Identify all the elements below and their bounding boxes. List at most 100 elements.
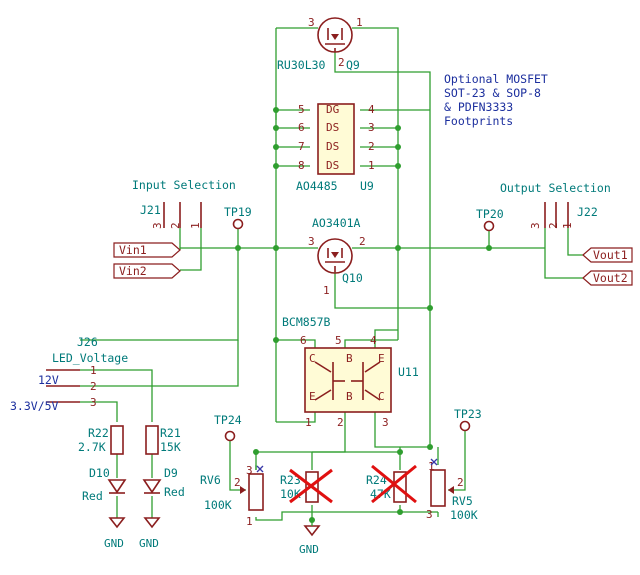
- u9-inner-2: DS: [326, 121, 339, 134]
- tp19-ref: TP19: [224, 205, 252, 219]
- d9-ref: D9: [164, 466, 178, 480]
- r23-dnp-cross-b: [289, 468, 333, 504]
- net-12v: 12V: [38, 373, 59, 387]
- note-line-3: & PDFN3333: [444, 100, 513, 114]
- tp24-testpoint: TP24: [214, 413, 242, 442]
- q10-pin-3: 3: [308, 235, 315, 248]
- j22-ref: J22: [577, 205, 598, 219]
- note-line-4: Footprints: [444, 114, 513, 128]
- j21-pin-3: 3: [151, 222, 164, 229]
- u9-pin-1: 1: [368, 159, 375, 172]
- note-line-2: SOT-23 & SOP-8: [444, 86, 541, 100]
- q9-pin-1: 1: [356, 16, 363, 29]
- rv6-value: 100K: [204, 498, 232, 512]
- vout1-text: Vout1: [593, 248, 628, 262]
- tp20-ref: TP20: [476, 207, 504, 221]
- u9-pin-8: 8: [298, 159, 305, 172]
- u11-mid-b2: B: [346, 390, 353, 403]
- u11-pin-1: 1: [305, 416, 312, 429]
- j21-pin-2: 2: [169, 222, 182, 229]
- vin1-label: Vin1: [113, 242, 181, 258]
- rv5-potentiometer: 1 2 3 RV5 100K: [426, 458, 478, 522]
- rv6-potentiometer: 3 2 1 RV6 100K: [200, 464, 264, 528]
- gnd-symbol-2: GND: [139, 517, 161, 550]
- tp24-ref: TP24: [214, 413, 242, 427]
- rv5-pin-3: 3: [426, 508, 433, 521]
- tp20-testpoint: TP20: [476, 207, 504, 232]
- q9-pin-3: 3: [308, 16, 315, 29]
- j26-ref: J26: [77, 335, 98, 349]
- d9-value: Red: [164, 485, 185, 499]
- r21-ref: R21: [160, 426, 181, 440]
- u9-pin-2: 2: [368, 140, 375, 153]
- mosfet-note: Optional MOSFET SOT-23 & SOP-8 & PDFN333…: [444, 72, 548, 128]
- j21-ref: J21: [140, 203, 161, 217]
- r23-ref: R23: [280, 473, 301, 487]
- u9-ref: U9: [360, 179, 374, 193]
- tp23-testpoint: TP23: [454, 407, 482, 432]
- u11-pin-6: 6: [300, 334, 307, 347]
- gnd-symbol-3: GND: [299, 520, 321, 556]
- r22-resistor: R22 2.7K: [78, 425, 124, 455]
- j21-connector: Input Selection J21 3 2 1: [132, 178, 236, 229]
- rv5-ref: RV5: [452, 494, 473, 508]
- q10-value: AO3401A: [312, 216, 361, 230]
- rv5-pin-1: 1: [428, 460, 435, 473]
- u11-transistor-pair: BCM857B 6 5 4 1 2 3 C E B B E C U11: [282, 315, 419, 429]
- q9-mosfet: 3 1 2 RU30L30 Q9: [277, 16, 363, 72]
- u9-ic: 5 6 7 8 4 3 2 1 DG DS DS DS AO4485 U9: [296, 103, 375, 193]
- vin2-label: Vin2: [113, 263, 181, 279]
- r22-value: 2.7K: [78, 440, 106, 454]
- vin2-text: Vin2: [119, 264, 147, 278]
- d9-led: D9 Red: [142, 466, 185, 499]
- vout1-label: Vout1: [582, 247, 633, 263]
- q10-mosfet: AO3401A 3 2 1 Q10: [308, 216, 366, 297]
- rv6-pin-1: 1: [246, 515, 253, 528]
- u11-right-e: E: [378, 352, 385, 365]
- j26-pin-2: 2: [90, 380, 97, 393]
- j22-title: Output Selection: [500, 181, 611, 195]
- q9-value: RU30L30: [277, 58, 326, 72]
- q9-ref: Q9: [346, 58, 360, 72]
- u11-mid-b1: B: [346, 352, 353, 365]
- u9-inner-4: DS: [326, 159, 339, 172]
- u11-left-e: E: [309, 390, 316, 403]
- r23-value: 10K: [280, 487, 301, 501]
- vin1-text: Vin1: [119, 243, 147, 257]
- r21-resistor: R21 15K: [145, 425, 181, 455]
- gnd3-label: GND: [299, 543, 319, 556]
- q10-pin-2: 2: [359, 235, 366, 248]
- u9-inner-3: DS: [326, 140, 339, 153]
- rv5-pin-2: 2: [457, 476, 464, 489]
- u11-value: BCM857B: [282, 315, 331, 329]
- u11-pin-3: 3: [382, 416, 389, 429]
- u11-pin-2: 2: [337, 416, 344, 429]
- u11-pin-4: 4: [370, 334, 377, 347]
- j21-title: Input Selection: [132, 178, 236, 192]
- j22-pin-1: 1: [561, 222, 574, 229]
- u11-ref: U11: [398, 365, 419, 379]
- rv6-pin-2: 2: [234, 476, 241, 489]
- j21-pin-1: 1: [189, 222, 202, 229]
- u9-pin-3: 3: [368, 121, 375, 134]
- j26-connector: J26 LED_Voltage 1 2 3 12V 3.3V/5V: [10, 335, 128, 413]
- u9-pin-4: 4: [368, 103, 375, 116]
- tp23-ref: TP23: [454, 407, 482, 421]
- note-line-1: Optional MOSFET: [444, 72, 548, 86]
- gnd1-label: GND: [104, 537, 124, 550]
- junction-dots: [235, 107, 492, 523]
- gnd-symbol-1: GND: [104, 517, 126, 550]
- j22-pin-3: 3: [529, 222, 542, 229]
- u9-inner-1: DG: [326, 103, 339, 116]
- j22-pin-2: 2: [547, 222, 560, 229]
- q9-pin-2: 2: [338, 56, 345, 69]
- r24-resistor: R24 47K: [366, 464, 417, 504]
- q10-ref: Q10: [342, 271, 363, 285]
- tp19-testpoint: TP19: [224, 205, 252, 230]
- vout2-label: Vout2: [582, 270, 633, 286]
- r23-resistor: R23 10K: [280, 468, 333, 504]
- rv5-value: 100K: [450, 508, 478, 522]
- u9-pin-7: 7: [298, 140, 305, 153]
- u11-pin-5: 5: [335, 334, 342, 347]
